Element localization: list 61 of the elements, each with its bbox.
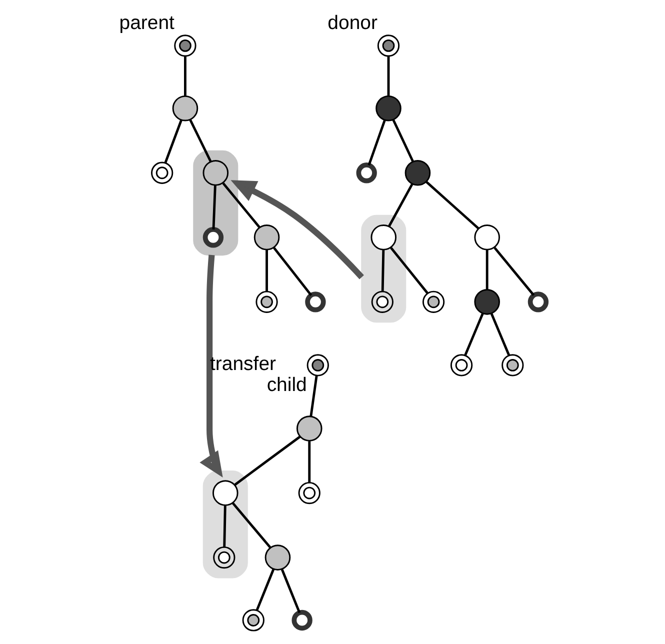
connector [392,119,414,162]
node-circle [256,290,278,313]
cluster [193,150,238,256]
connector [223,506,226,548]
node-circle [450,354,473,376]
node-circle [292,610,312,631]
node-circle [474,289,500,315]
node-circle [254,224,280,250]
node-circle [370,224,397,250]
node-circle [356,162,377,184]
node-circle [474,224,500,250]
cluster [361,214,406,323]
connector [280,568,301,614]
connector [310,376,318,417]
node-circle [422,290,445,313]
cluster [202,470,248,578]
node-label: child [266,374,307,396]
connector [464,313,484,356]
connector [490,313,510,356]
node-circle [172,95,198,122]
connector [189,119,212,162]
node-circle [174,34,196,57]
node-circle [213,546,236,569]
connector [266,250,268,292]
node-circle [202,160,229,186]
node-circle [151,162,174,184]
node-circle [296,416,322,442]
connector [256,568,275,611]
connector [273,247,312,296]
connector [381,250,385,292]
connector [222,182,260,228]
node-circle [404,160,431,186]
connector [232,502,272,548]
connector [387,56,390,96]
node-circle [242,609,264,632]
connector [368,120,386,166]
node-circle [306,354,329,376]
connector [494,247,535,296]
node-circle [528,292,549,312]
arrow [200,254,223,478]
connector [486,250,488,290]
node-label: parent [119,12,174,34]
connector [308,441,311,483]
connector [212,185,216,230]
node-circle [305,292,326,312]
node-circle [502,354,524,376]
connector [390,247,428,294]
node-label: donor [328,12,378,34]
connector [425,180,480,230]
node-circle [377,34,400,57]
connector [164,120,182,164]
connector [388,184,414,227]
connector [234,436,301,486]
connector [184,56,186,96]
node-circle [264,544,291,570]
node-circle [212,480,238,506]
node-circle [376,95,402,122]
arrow [230,180,364,280]
node-circle [298,482,320,504]
node-circle [371,290,394,313]
node-circle [202,227,224,248]
